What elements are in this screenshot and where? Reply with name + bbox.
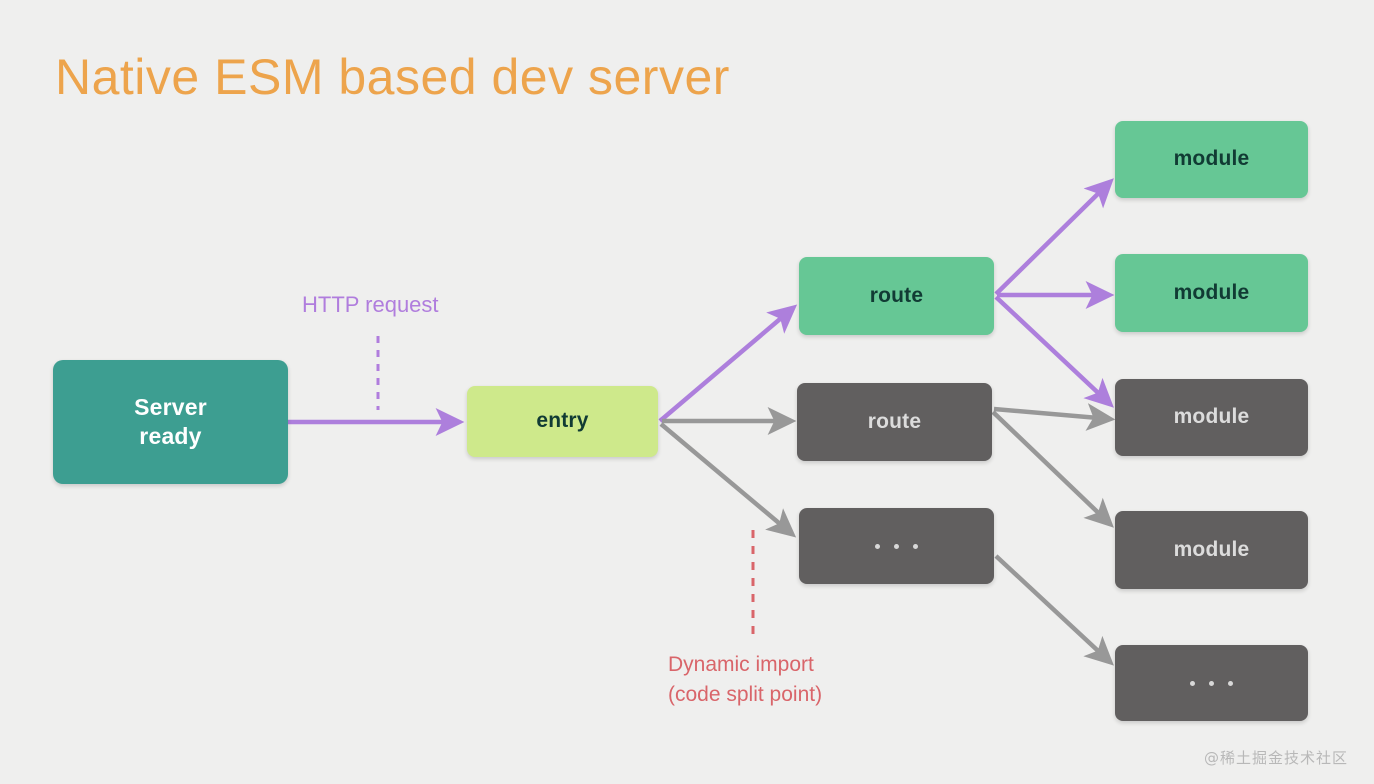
node-module-green-1[interactable]: module <box>1115 121 1308 198</box>
edge-route-gray-to-module-4 <box>991 410 1114 528</box>
edge-route-gray-to-module-3 <box>993 403 1116 431</box>
edge-entry-to-route-dots <box>659 422 797 538</box>
node-module-dots[interactable] <box>1115 645 1308 721</box>
ellipsis-icon <box>1190 680 1233 686</box>
edge-route-dots-to-module-dots <box>994 554 1114 666</box>
label-dynamic-import-line1: Dynamic import <box>668 653 814 676</box>
edge-entry-to-route-green <box>658 304 798 423</box>
node-server-ready-line1: Server <box>134 394 207 421</box>
page-title: Native ESM based dev server <box>55 49 730 105</box>
label-dynamic-import-line2: (code split point) <box>668 683 823 707</box>
node-route-green[interactable]: route <box>799 257 994 335</box>
watermark: @稀土掘金技术社区 <box>1203 749 1348 767</box>
node-module-gray-2[interactable]: module <box>1115 511 1308 589</box>
edge-route-green-to-module-3 <box>994 295 1114 408</box>
node-route-gray[interactable]: route <box>797 383 992 461</box>
node-server-ready[interactable]: Server ready <box>53 360 288 484</box>
node-module-gray-1[interactable]: module <box>1115 379 1308 456</box>
ellipsis-icon <box>875 543 918 549</box>
node-entry[interactable]: entry <box>467 386 658 457</box>
edge-route-green-to-module-1 <box>994 178 1114 296</box>
label-http-request: HTTP request <box>302 292 439 317</box>
node-module-green-2[interactable]: module <box>1115 254 1308 332</box>
node-route-dots[interactable] <box>799 508 994 584</box>
node-server-ready-line2: ready <box>139 423 202 449</box>
label-dynamic-import: Dynamic import (code split point) <box>668 650 822 711</box>
